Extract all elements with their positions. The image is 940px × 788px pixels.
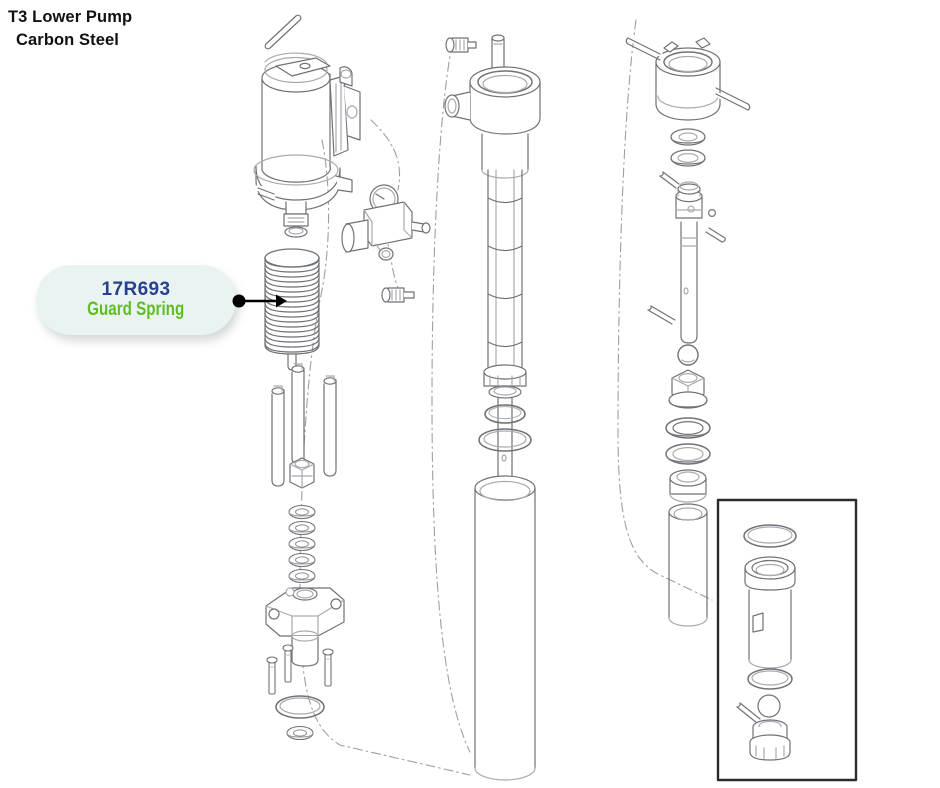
hex-gland-nut (668, 369, 708, 409)
right-column-parts (625, 35, 751, 627)
housing-outlet-fitting (283, 201, 309, 238)
small-side-pin (255, 185, 277, 201)
manifold-block (265, 587, 345, 667)
detail-retainer-pin (734, 702, 761, 726)
set-screw-upper (657, 171, 680, 191)
tie-rod-left (271, 385, 285, 487)
set-screw-lower (645, 305, 676, 327)
piston-rod (497, 397, 513, 483)
seal-housing (669, 469, 707, 503)
callout-pointer (232, 294, 287, 308)
packing-nut-with-handles (625, 35, 751, 121)
outlet-tube (668, 503, 708, 627)
detail-small-ring (757, 694, 781, 718)
left-column-parts (253, 14, 431, 741)
inline-fitting (381, 287, 415, 303)
tie-rod-right (323, 375, 337, 477)
valve-body-with-side-port (444, 34, 541, 179)
packing-seal-lower (665, 443, 711, 465)
air-inlet-fitting (445, 37, 477, 53)
detail-cylinder-sleeve (744, 556, 796, 669)
washer-stack (288, 504, 316, 584)
center-column-parts (444, 34, 541, 781)
displacement-rod (680, 221, 698, 344)
gland-ring (670, 149, 706, 167)
title-line-2: Carbon Steel (16, 30, 119, 49)
rod-o-ring-upper (484, 404, 526, 424)
callout-part-name: Guard Spring (87, 299, 185, 321)
title-line-1: T3 Lower Pump (8, 8, 133, 26)
part-callout[interactable]: 17R693 Guard Spring (36, 265, 236, 335)
rod-coupling (675, 181, 703, 219)
detail-o-ring-mid (747, 668, 793, 690)
alignment-pin (264, 14, 302, 50)
detail-o-ring-top (743, 524, 797, 548)
large-o-ring (275, 695, 325, 719)
piston-rod-guide (483, 364, 527, 399)
set-screw-side (703, 227, 726, 245)
cylinder-tube (474, 475, 536, 781)
slotted-sleeve (487, 169, 523, 373)
rod-o-ring-lower (478, 428, 532, 452)
tie-rod-center (291, 363, 305, 465)
motor-housing-cylinder (261, 52, 361, 183)
hex-jam-nut (289, 457, 315, 489)
pointer-dot (232, 294, 246, 308)
retaining-ring (677, 344, 699, 366)
packing-seal-upper (665, 417, 711, 439)
housing-clamp-collar (253, 154, 353, 211)
air-regulator-gauge (341, 184, 431, 261)
page-title: T3 Lower Pump Carbon Steel (8, 6, 132, 52)
seal-washer (286, 725, 314, 741)
pointer-arrowhead (276, 294, 287, 308)
gland-washer (670, 128, 706, 146)
detail-check-valve (749, 719, 791, 761)
callout-part-number: 17R693 (101, 279, 171, 301)
detail-inset-box (716, 498, 858, 782)
